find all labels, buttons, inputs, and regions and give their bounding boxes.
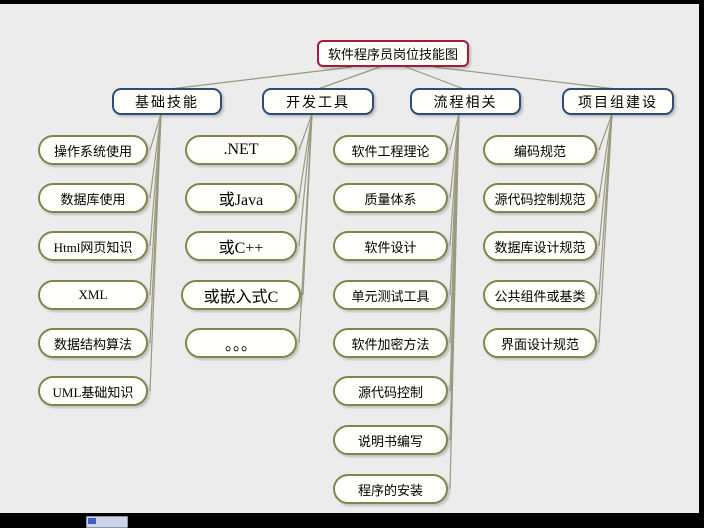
leaf-node: 单元测试工具 [333,280,448,310]
root-node: 软件程序员岗位技能图 [317,40,469,67]
leaf-node: 源代码控制 [333,376,448,406]
branch-node-project-team: 项目组建设 [562,88,674,115]
leaf-node: 。。。 [185,328,297,358]
leaf-node: 质量体系 [333,183,448,213]
leaf-node: 或嵌入式C [181,280,301,310]
branch-node-dev-tools: 开发工具 [262,88,374,115]
leaf-node: 软件加密方法 [333,328,448,358]
leaf-node: 公共组件或基类 [483,280,597,310]
leaf-node: 源代码控制规范 [483,183,597,213]
leaf-node: 界面设计规范 [483,328,597,358]
leaf-node: 数据结构算法 [38,328,148,358]
frame-top-bar [0,0,704,4]
leaf-node: 操作系统使用 [38,135,148,165]
leaf-node: 或Java [185,183,297,213]
branch-node-process: 流程相关 [410,88,521,115]
leaf-node: XML [38,280,148,310]
leaf-node: 软件设计 [333,231,448,261]
taskbar-fragment [86,516,128,528]
branch-node-basic-skills: 基础技能 [112,88,222,115]
leaf-node: 程序的安装 [333,474,448,504]
leaf-node: Html网页知识 [38,231,148,261]
leaf-node: 数据库设计规范 [483,231,597,261]
leaf-node: 数据库使用 [38,183,148,213]
frame-right-bar [699,0,704,528]
leaf-node: 说明书编写 [333,425,448,455]
leaf-node: .NET [185,135,297,165]
leaf-node: UML基础知识 [38,376,148,406]
leaf-node: 或C++ [185,231,297,261]
frame-bottom-bar [0,513,704,528]
leaf-node: 软件工程理论 [333,135,448,165]
leaf-node: 编码规范 [483,135,597,165]
